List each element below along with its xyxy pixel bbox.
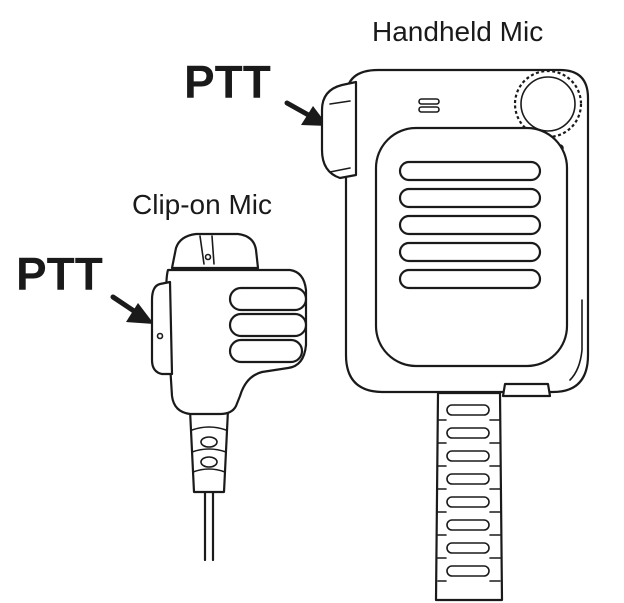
clip-ptt-button bbox=[150, 280, 174, 376]
clip-on-mic bbox=[150, 232, 308, 562]
handheld-mic bbox=[320, 68, 590, 602]
clip-cord bbox=[203, 488, 215, 562]
clip-top-cap bbox=[170, 232, 260, 270]
clip-strain-relief bbox=[188, 408, 230, 494]
ptt-label-handheld: PTT bbox=[184, 56, 271, 108]
handheld-mic-label: Handheld Mic bbox=[372, 16, 543, 47]
arrow-clip-ptt bbox=[110, 294, 154, 324]
clip-on-mic-label: Clip-on Mic bbox=[132, 189, 272, 220]
volume-knob bbox=[513, 69, 583, 139]
handheld-cable bbox=[434, 391, 504, 602]
ptt-label-clip: PTT bbox=[16, 248, 103, 300]
handheld-ptt-button bbox=[320, 80, 358, 180]
